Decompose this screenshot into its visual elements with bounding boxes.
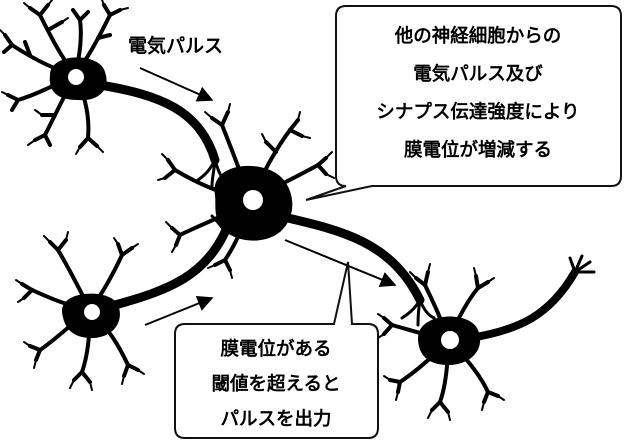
pulse-label: 電気パルス — [128, 34, 223, 57]
bubble-bottom-line-3: パルスを出力 — [220, 408, 331, 430]
bubble-top-line-4: 膜電位が増減する — [403, 139, 552, 161]
bubble-bottom-line-2: 閾値を超えると — [212, 373, 341, 395]
neuron-bottom-left — [15, 210, 242, 391]
neuron-right — [377, 254, 596, 421]
neuron-top-left — [0, 0, 228, 188]
pulse-arrow-bottom — [144, 295, 214, 326]
pulse-arrow-top — [139, 67, 214, 102]
bubble-top-line-1: 他の神経細胞からの — [394, 25, 562, 47]
bubble-top-line-3: シナプス伝達強度により — [376, 101, 579, 123]
bubble-bottom-line-1: 膜電位がある — [219, 338, 331, 360]
bubble-top-line-2: 電気パルス及び — [413, 63, 543, 85]
pulse-arrow-right — [284, 239, 397, 287]
bubble-top: 他の神経細胞からの 電気パルス及び シナプス伝達強度により 膜電位が増減する — [305, 5, 622, 201]
bubble-bottom: 膜電位がある 閾値を超えると パルスを出力 — [174, 261, 379, 439]
